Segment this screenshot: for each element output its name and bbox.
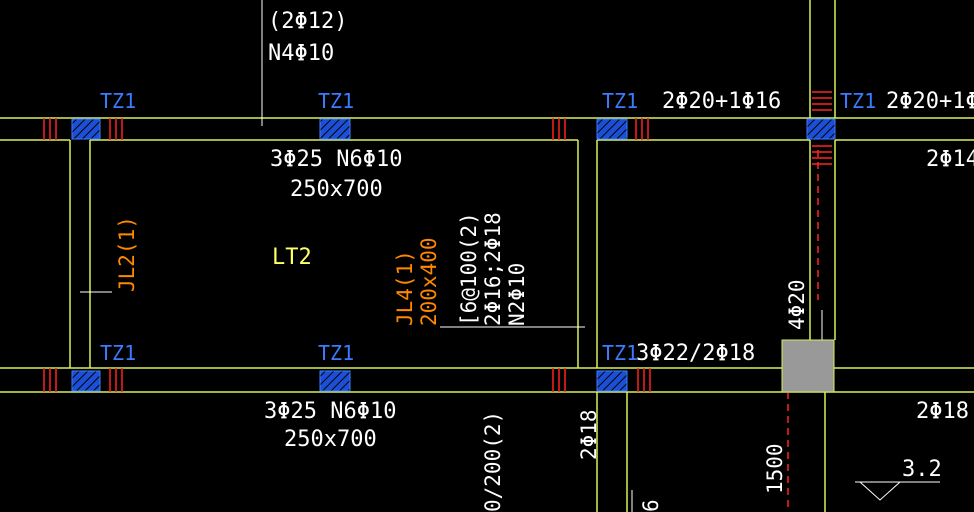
label-partial-6: 6 xyxy=(639,499,663,512)
label-jl4-2: 200x400 xyxy=(417,237,441,326)
label-jl4-4: 2Φ16;2Φ18 xyxy=(481,212,505,326)
label-tz1-top-2: TZ1 xyxy=(318,89,354,113)
label-tz1-bot-2: TZ1 xyxy=(318,341,354,365)
label-tz1-top-4: TZ1 xyxy=(840,89,876,113)
label-tz1-bot-1: TZ1 xyxy=(100,341,136,365)
label-jl4-3: [6@100(2) xyxy=(457,212,481,326)
label-elev-32: 3.2 xyxy=(902,457,942,482)
label-tz1-top-3: TZ1 xyxy=(602,89,638,113)
label-vert-2phi18: 2Φ18 xyxy=(577,409,601,460)
label-top-partial-2: N4Φ10 xyxy=(268,41,334,66)
label-beam-bot-mid: 3Φ22/2Φ18 xyxy=(636,341,755,366)
label-tz1-top-1: TZ1 xyxy=(100,89,136,113)
rebar-marks xyxy=(43,91,832,392)
gray-column-pad xyxy=(781,339,835,393)
label-jl4-5: N2Φ10 xyxy=(505,263,529,326)
dashed-lines xyxy=(787,150,819,512)
label-col-4phi20: 4Φ20 xyxy=(785,279,809,330)
label-beam-top-right-1: 2Φ20+1Φ16 xyxy=(662,89,781,114)
label-beam-lower-rebar: 3Φ25 N6Φ10 xyxy=(264,399,396,424)
label-beam-lower-size: 250x700 xyxy=(284,427,377,452)
label-beam-upper-rebar: 3Φ25 N6Φ10 xyxy=(270,147,402,172)
label-jl2: JL2(1) xyxy=(115,216,139,292)
label-top-partial-1: (2Φ12) xyxy=(268,9,347,34)
label-beam-right-2phi18: 2Φ18 xyxy=(916,399,969,424)
label-vert-1500: 1500 xyxy=(763,443,787,494)
label-beam-right-2phi14: 2Φ14 xyxy=(926,147,974,172)
label-tz1-bot-3: TZ1 xyxy=(602,341,638,365)
label-vert-200: 0/200(2) xyxy=(481,411,505,512)
label-beam-top-right-2: 2Φ20+1Φ xyxy=(886,89,974,114)
tz1-columns xyxy=(71,118,836,392)
label-jl4-1: JL4(1) xyxy=(393,250,417,326)
leader-lines xyxy=(80,0,823,512)
elevation-marker xyxy=(855,481,940,501)
label-slab-lt2: LT2 xyxy=(272,245,312,270)
label-beam-upper-size: 250x700 xyxy=(290,177,383,202)
drawing-labels: (2Φ12) N4Φ10 TZ1 TZ1 TZ1 TZ1 2Φ20+1Φ16 2… xyxy=(100,9,974,512)
